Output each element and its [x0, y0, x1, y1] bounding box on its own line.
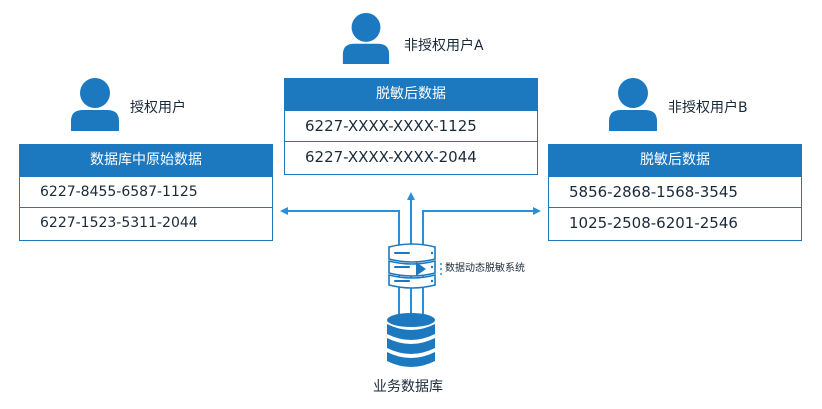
business-database-label: 业务数据库	[373, 379, 443, 395]
masking-system-label: 数据动态脱敏系统	[445, 263, 525, 274]
panel-header: 脱敏后数据	[549, 145, 801, 176]
data-row: 6227-XXXX-XXXX-1125	[285, 110, 537, 141]
connector-dots	[440, 263, 442, 275]
data-row: 6227-8455-6587-1125	[20, 176, 272, 207]
unauthorized-user-b-label: 非授权用户B	[668, 100, 748, 116]
user-icon	[342, 12, 390, 64]
data-row: 6227-XXXX-XXXX-2044	[285, 141, 537, 172]
masked-data-panel-b: 脱敏后数据 5856-2868-1568-3545 1025-2508-6201…	[548, 144, 802, 241]
masked-data-panel-a: 脱敏后数据 6227-XXXX-XXXX-1125 6227-XXXX-XXXX…	[284, 78, 538, 175]
database-icon	[387, 313, 435, 367]
unauthorized-user-a-label: 非授权用户A	[404, 38, 484, 54]
data-row: 5856-2868-1568-3545	[549, 176, 801, 207]
original-data-panel: 数据库中原始数据 6227-8455-6587-1125 6227-1523-5…	[19, 144, 273, 241]
authorized-user-label: 授权用户	[130, 100, 186, 116]
panel-header: 数据库中原始数据	[20, 145, 272, 176]
server-icon	[388, 243, 436, 289]
panel-header: 脱敏后数据	[285, 79, 537, 110]
data-row: 6227-1523-5311-2044	[20, 207, 272, 238]
user-icon	[609, 78, 657, 131]
data-row: 1025-2508-6201-2546	[549, 207, 801, 238]
user-icon	[71, 78, 119, 131]
